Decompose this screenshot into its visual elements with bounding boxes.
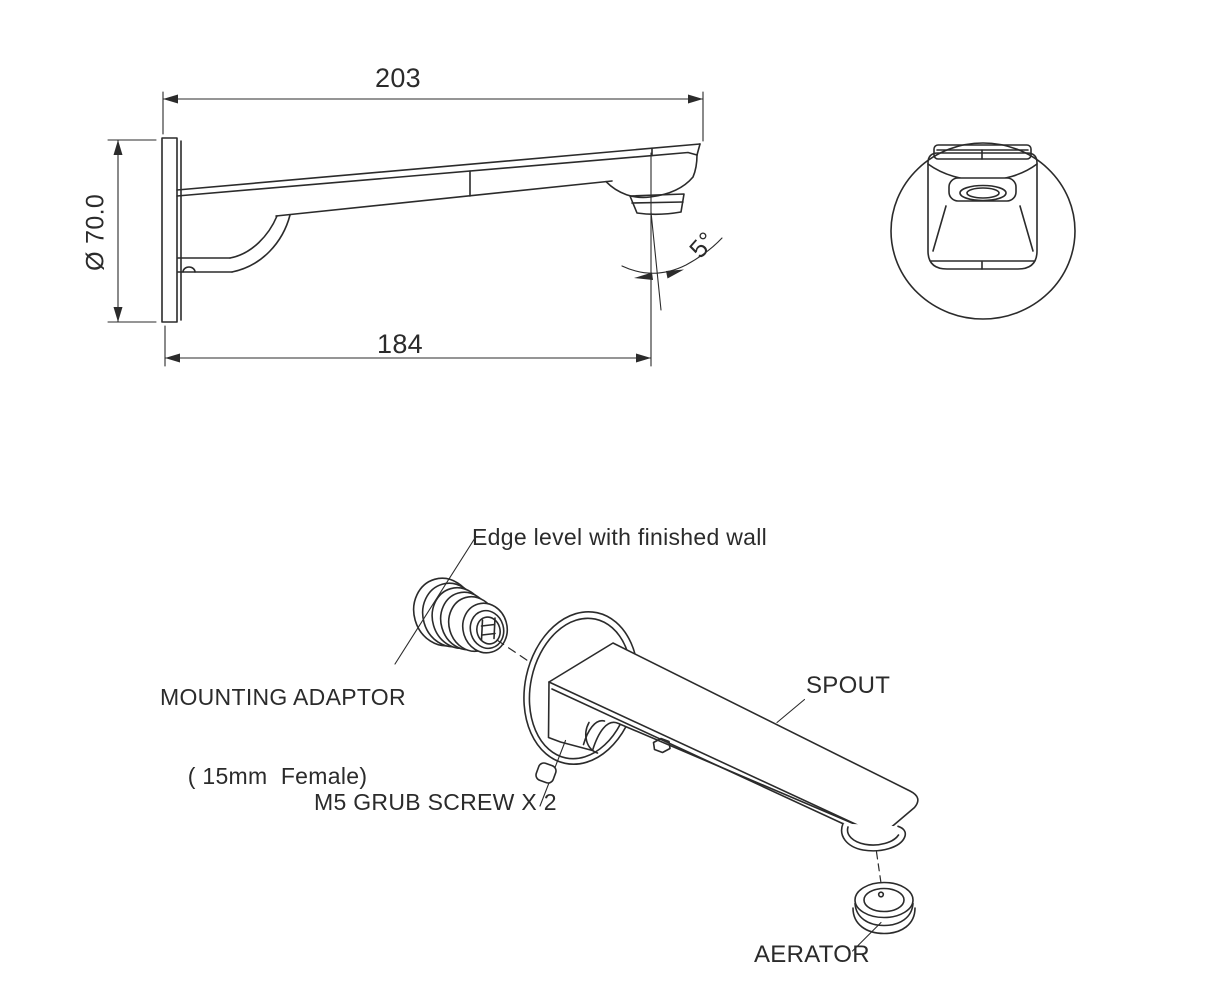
aerator-centerline-dashed <box>875 851 882 884</box>
grub-screw-part <box>535 739 567 807</box>
arrowhead <box>666 269 684 279</box>
arrowhead <box>113 140 123 155</box>
spout-front-edge <box>548 681 867 830</box>
adaptor-hex-ring <box>469 609 505 650</box>
arrowhead <box>636 353 651 363</box>
bracket-arch-inner <box>582 719 606 746</box>
aerator-opening-inner <box>966 187 1000 199</box>
grub-screw-boss <box>652 737 671 754</box>
inlet-boss-arc <box>585 721 599 754</box>
mounting-adaptor-label-line1: MOUNTING ADAPTOR <box>160 683 406 710</box>
aerator-leader-line <box>851 921 882 952</box>
tip-aerator-housing-rim <box>846 826 900 846</box>
adaptor-bore <box>476 616 501 645</box>
arrowhead <box>163 94 178 104</box>
aerator-outline <box>629 193 685 216</box>
spout-leader-line <box>776 698 806 724</box>
assembly-centerline-dashed <box>496 639 550 676</box>
arrowhead <box>113 307 123 322</box>
dimension-184-text: 184 <box>377 329 423 359</box>
side-view <box>107 91 723 367</box>
spout-top-inner-edge <box>176 151 698 197</box>
aerator-body-rim <box>852 907 916 935</box>
aerator-part <box>851 851 916 952</box>
spout-plate-thickness <box>551 688 863 834</box>
spout-body-iso <box>547 642 919 852</box>
grub-screw-label: M5 GRUB SCREW X 2 <box>314 789 557 815</box>
dimension-diameter-70 <box>107 139 157 323</box>
wall-plate-face <box>161 137 178 323</box>
dimension-203 <box>162 91 704 142</box>
aerator-mid-line <box>631 201 684 204</box>
mounting-adaptor-label-line2: ( 15mm Female) <box>187 763 368 790</box>
body-crease-left <box>932 205 947 252</box>
exploded-view <box>394 537 919 952</box>
arrowhead <box>688 94 703 104</box>
aerator-label: AERATOR <box>754 941 870 968</box>
spout-underside <box>275 180 613 217</box>
grub-screw <box>535 762 557 784</box>
aerator-body-arc <box>854 902 914 927</box>
spout-top-edge <box>176 143 701 191</box>
water-angled-line <box>650 211 662 311</box>
tip-aerator-housing <box>840 822 907 852</box>
aerator-center-hole <box>877 891 885 898</box>
detail-view-front <box>890 142 1076 320</box>
aerator-inner-ring <box>863 887 905 913</box>
screw-hole-dimple <box>182 266 196 273</box>
dimension-diameter-text: Ø 70.0 <box>81 193 110 271</box>
dimension-184 <box>164 325 652 367</box>
spout-tip-end <box>696 143 701 156</box>
detail-circle <box>890 142 1076 320</box>
arrowhead <box>165 353 180 363</box>
mounting-adaptor-label: MOUNTING ADAPTOR ( 15mm Female) <box>160 631 406 816</box>
adaptor-square-drive <box>480 617 496 641</box>
edge-level-leader-line <box>394 537 476 665</box>
spout-arm-profile <box>176 143 701 273</box>
arrowhead <box>634 272 653 280</box>
spout-body-front <box>927 152 1038 270</box>
bracket-outer-curve <box>231 214 291 273</box>
angle-arc <box>621 237 723 274</box>
edge-level-label: Edge level with finished wall <box>472 524 768 550</box>
spout-label: SPOUT <box>806 672 891 699</box>
aerator-housing-curve <box>605 154 698 199</box>
bracket-inner-curve <box>229 215 278 259</box>
wall-plate <box>161 137 182 323</box>
aerator-opening-outer <box>959 184 1007 202</box>
body-crease-right <box>1019 205 1034 252</box>
dimension-203-text: 203 <box>375 63 421 93</box>
mounting-adaptor-part <box>412 577 509 654</box>
angle-annotation-5deg <box>621 152 723 367</box>
